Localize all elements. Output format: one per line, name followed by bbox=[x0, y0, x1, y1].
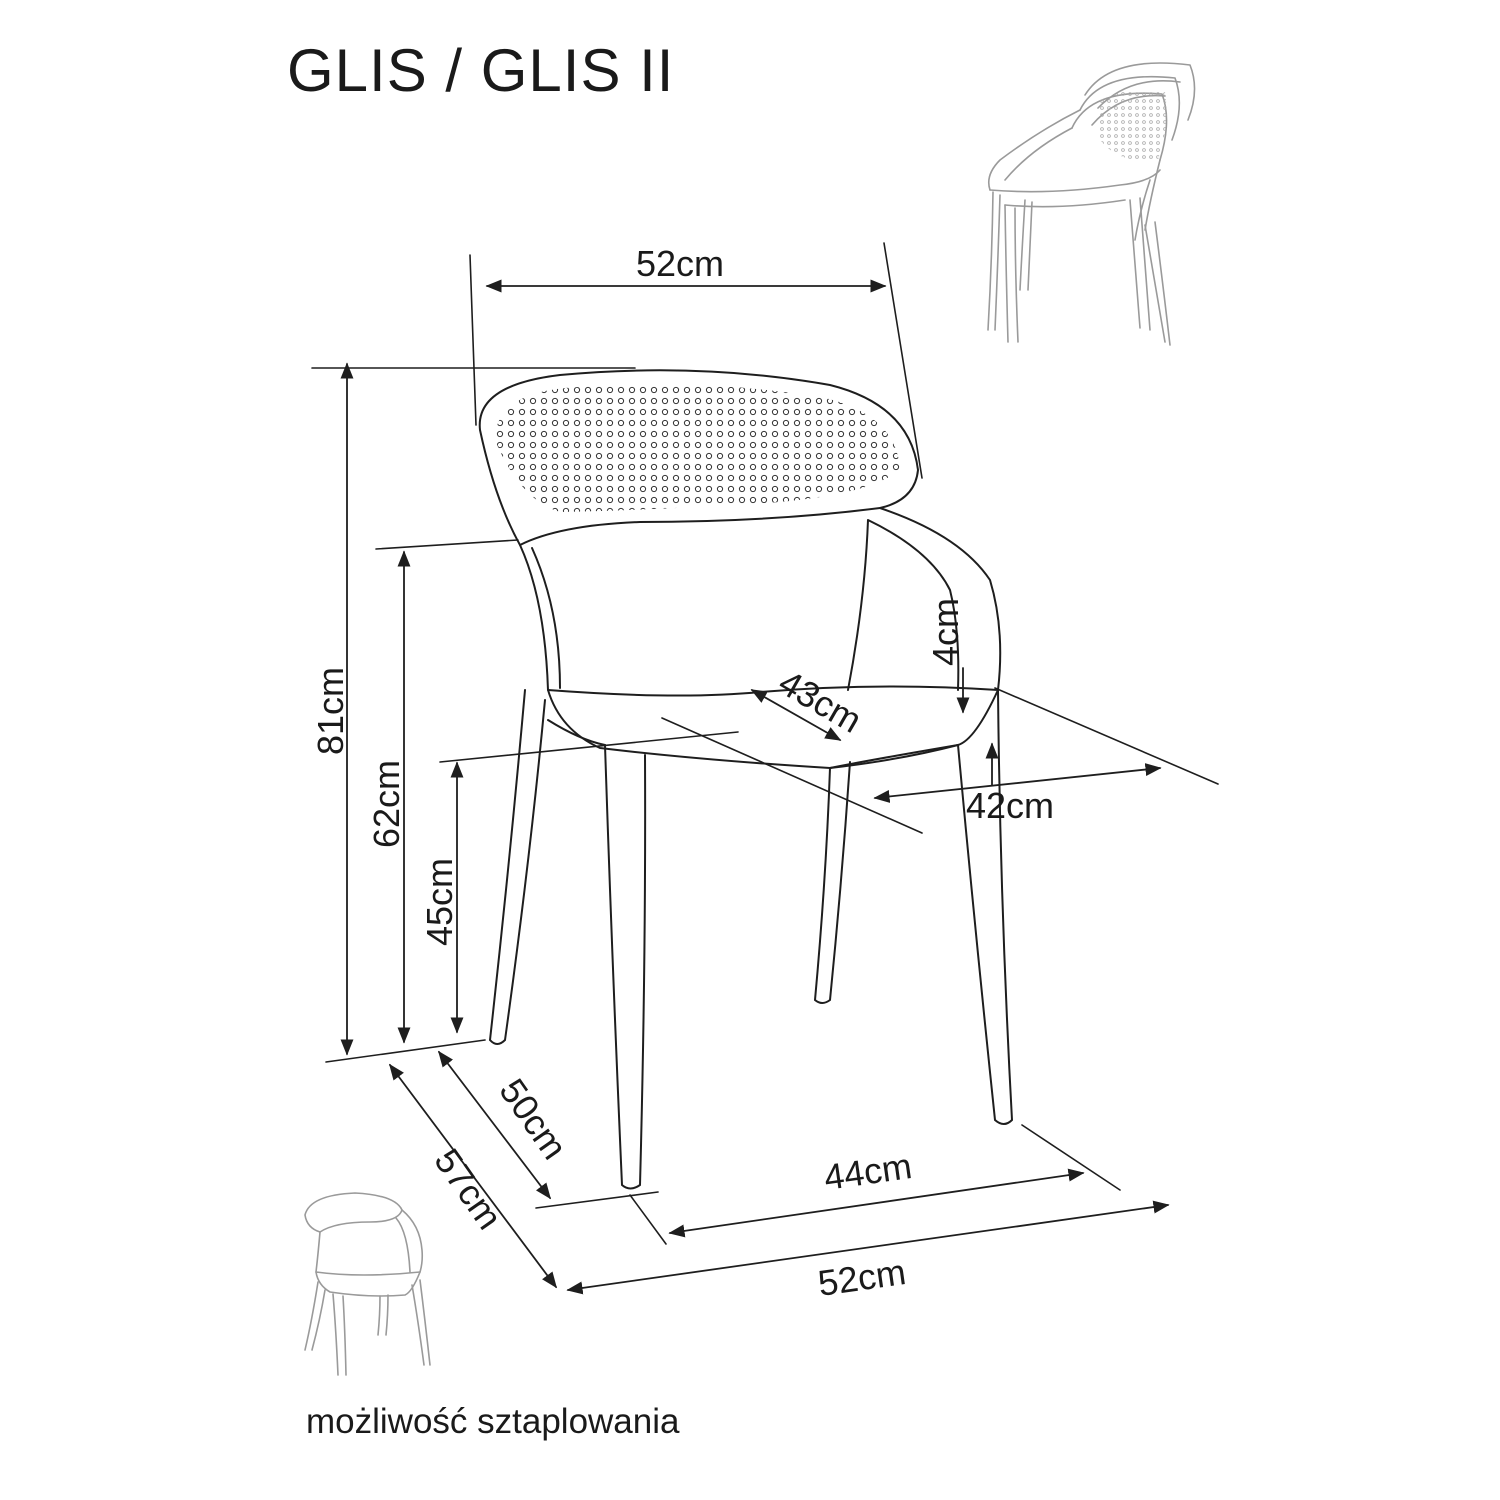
label-armrest-height: 62cm bbox=[366, 760, 407, 848]
chair-drawing bbox=[478, 369, 1013, 1190]
label-total-depth: 57cm bbox=[426, 1141, 510, 1237]
rear-right-leg bbox=[814, 761, 851, 1004]
seat bbox=[547, 685, 999, 769]
label-armrest-thickness: 4cm bbox=[925, 598, 966, 666]
single-chair-icon bbox=[304, 1192, 431, 1376]
left-arm-frame bbox=[519, 544, 561, 691]
label-bottom-width: 52cm bbox=[815, 1251, 908, 1304]
front-left-leg bbox=[604, 744, 647, 1190]
backrest-mesh bbox=[495, 384, 900, 512]
rear-left-leg bbox=[489, 689, 546, 1045]
label-seat-height: 45cm bbox=[419, 858, 460, 946]
label-total-height: 81cm bbox=[310, 667, 351, 755]
stacking-caption: możliwość sztaplowania bbox=[306, 1402, 680, 1441]
dimension-lines bbox=[311, 242, 1219, 1295]
backrest bbox=[478, 369, 919, 546]
product-title: GLIS / GLIS II bbox=[287, 37, 675, 104]
stacked-chairs-icon bbox=[987, 62, 1196, 346]
label-top-width: 52cm bbox=[636, 243, 724, 284]
label-leg-depth: 50cm bbox=[491, 1071, 575, 1167]
label-seat-width: 42cm bbox=[966, 785, 1054, 826]
label-leg-width: 44cm bbox=[821, 1145, 914, 1198]
front-right-leg bbox=[957, 689, 1013, 1125]
right-arm-frame bbox=[847, 507, 1002, 691]
